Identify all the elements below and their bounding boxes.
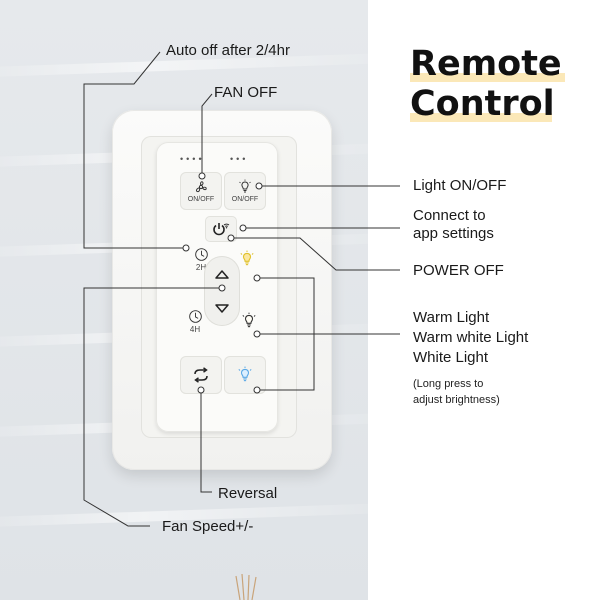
label-fan-off: FAN OFF xyxy=(214,84,278,101)
label-connect-line2: app settings xyxy=(413,225,494,242)
clock-icon xyxy=(194,247,208,261)
timer-2h-button[interactable]: 2H xyxy=(180,240,222,278)
timer-4h-button[interactable]: 4H xyxy=(174,302,216,340)
label-auto-off: Auto off after 2/4hr xyxy=(166,42,290,59)
clock-icon xyxy=(188,309,202,323)
fan-button-caption: ON/OFF xyxy=(187,196,215,203)
label-light-on-off: Light ON/OFF xyxy=(413,177,507,194)
bulb-icon xyxy=(242,312,256,328)
warm-white-light-button[interactable] xyxy=(228,302,270,340)
light-button-caption: ON/OFF xyxy=(231,196,259,203)
label-warm-white-light: Warm white Light xyxy=(413,329,529,346)
label-long-press-line1: (Long press to xyxy=(413,378,484,390)
up-arrow-icon[interactable] xyxy=(214,268,230,280)
indicator-dots-right: ••• xyxy=(230,154,249,164)
label-white-light: White Light xyxy=(413,349,489,366)
label-warm-light: Warm Light xyxy=(413,309,490,326)
down-arrow-icon[interactable] xyxy=(214,303,230,315)
label-long-press-line2: adjust brightness) xyxy=(413,394,500,406)
power-wifi-icon xyxy=(213,223,230,236)
warm-bulb-icon xyxy=(240,250,254,266)
cool-bulb-icon xyxy=(238,366,252,382)
label-reversal: Reversal xyxy=(218,485,278,502)
light-on-off-button[interactable]: ON/OFF xyxy=(224,172,266,210)
indicator-dots-left: •••• xyxy=(180,154,205,164)
fan-icon xyxy=(195,181,207,193)
title-line-1: Remote xyxy=(410,44,565,84)
warm-light-button[interactable] xyxy=(226,240,268,278)
label-fan-speed: Fan Speed+/- xyxy=(162,518,254,535)
page-title: Remote Control xyxy=(410,44,565,124)
reversal-button[interactable] xyxy=(180,356,222,394)
label-connect-line1: Connect to xyxy=(413,207,486,224)
reed-diffuser-decor xyxy=(235,573,257,600)
timer-2h-caption: 2H xyxy=(195,262,207,272)
title-line-2: Control xyxy=(410,84,555,124)
timer-4h-caption: 4H xyxy=(189,324,201,334)
bulb-icon xyxy=(239,179,251,193)
reverse-arrows-icon xyxy=(194,367,208,383)
label-power-off: POWER OFF xyxy=(413,262,504,279)
